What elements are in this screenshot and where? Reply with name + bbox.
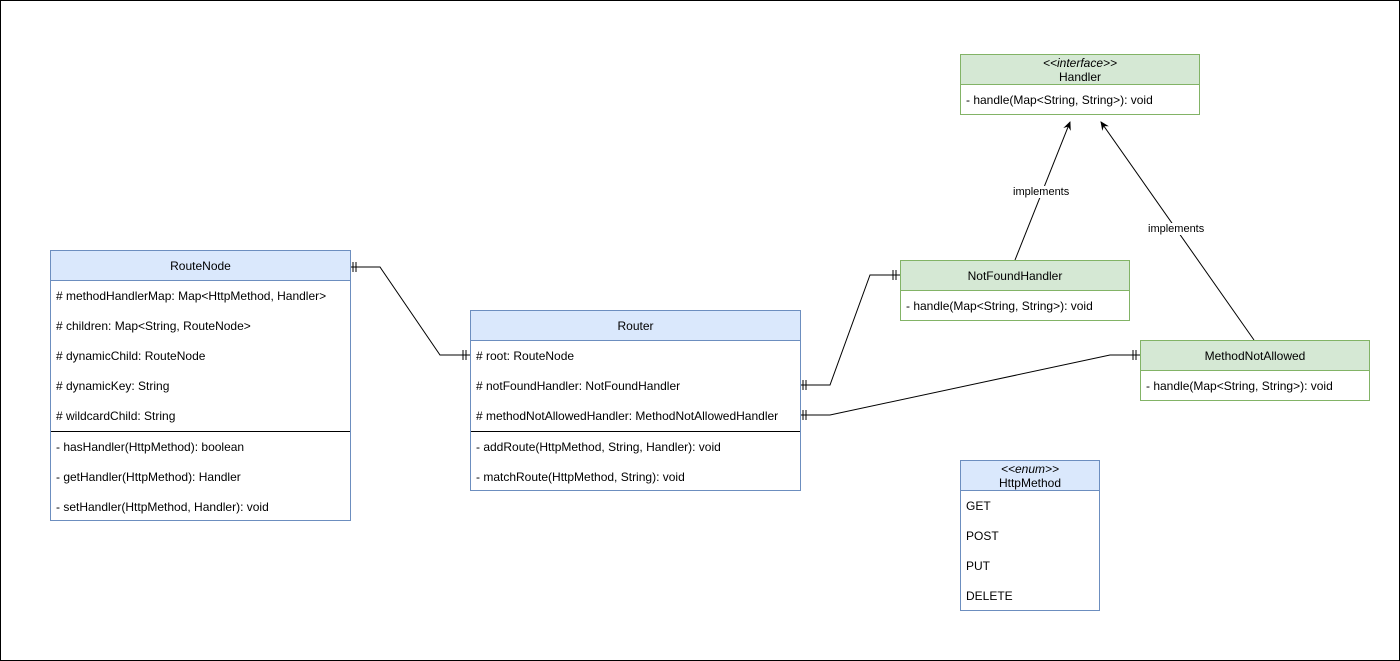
class-name: HttpMethod <box>998 476 1062 490</box>
enum-value: DELETE <box>966 589 1013 603</box>
class-name: RouteNode <box>51 251 350 281</box>
method-row: - handle(Map<String, String>): void <box>1146 379 1333 393</box>
implements-label: implements <box>1012 186 1071 198</box>
interface-header: <<interface>> Handler <box>961 55 1199 85</box>
association-routenode-router <box>350 262 470 360</box>
stereotype-label: <<interface>> <box>1042 56 1118 70</box>
association-router-notfoundhandler <box>800 270 900 390</box>
class-notfoundhandler[interactable]: NotFoundHandler - handle(Map<String, Str… <box>900 260 1130 321</box>
method-row: - getHandler(HttpMethod): Handler <box>56 470 241 484</box>
class-name: NotFoundHandler <box>901 261 1129 291</box>
interface-handler[interactable]: <<interface>> Handler - handle(Map<Strin… <box>960 54 1200 115</box>
class-name: MethodNotAllowed <box>1141 341 1369 371</box>
class-name: Router <box>471 311 800 341</box>
attribute-row: # methodNotAllowedHandler: MethodNotAllo… <box>476 409 779 423</box>
class-name: Handler <box>1058 70 1102 84</box>
method-row: - handle(Map<String, String>): void <box>966 93 1153 107</box>
implements-label: implements <box>1147 223 1206 235</box>
enum-value: POST <box>966 529 999 543</box>
attribute-row: # methodHandlerMap: Map<HttpMethod, Hand… <box>56 289 327 303</box>
enum-httpmethod[interactable]: <<enum>> HttpMethod GET POST PUT DELETE <box>960 460 1100 611</box>
attribute-row: # dynamicChild: RouteNode <box>56 349 206 363</box>
class-methodnotallowed[interactable]: MethodNotAllowed - handle(Map<String, St… <box>1140 340 1370 401</box>
method-row: - addRoute(HttpMethod, String, Handler):… <box>476 440 721 454</box>
method-row: - hasHandler(HttpMethod): boolean <box>56 440 245 454</box>
compartment-divider <box>51 431 350 432</box>
enum-value: GET <box>966 499 991 513</box>
enum-header: <<enum>> HttpMethod <box>961 461 1099 491</box>
attribute-row: # children: Map<String, RouteNode> <box>56 319 251 333</box>
attribute-row: # dynamicKey: String <box>56 379 170 393</box>
enum-value: PUT <box>966 559 990 573</box>
association-router-methodnotallowed <box>800 350 1140 420</box>
class-router[interactable]: Router # root: RouteNode # notFoundHandl… <box>470 310 801 491</box>
stereotype-label: <<enum>> <box>1000 462 1060 476</box>
method-row: - handle(Map<String, String>): void <box>906 299 1093 313</box>
attribute-row: # root: RouteNode <box>476 349 575 363</box>
method-row: - matchRoute(HttpMethod, String): void <box>476 470 685 484</box>
attribute-row: # wildcardChild: String <box>56 409 176 423</box>
attribute-row: # notFoundHandler: NotFoundHandler <box>476 379 681 393</box>
method-row: - setHandler(HttpMethod, Handler): void <box>56 500 269 514</box>
compartment-divider <box>471 431 800 432</box>
class-routenode[interactable]: RouteNode # methodHandlerMap: Map<HttpMe… <box>50 250 351 521</box>
